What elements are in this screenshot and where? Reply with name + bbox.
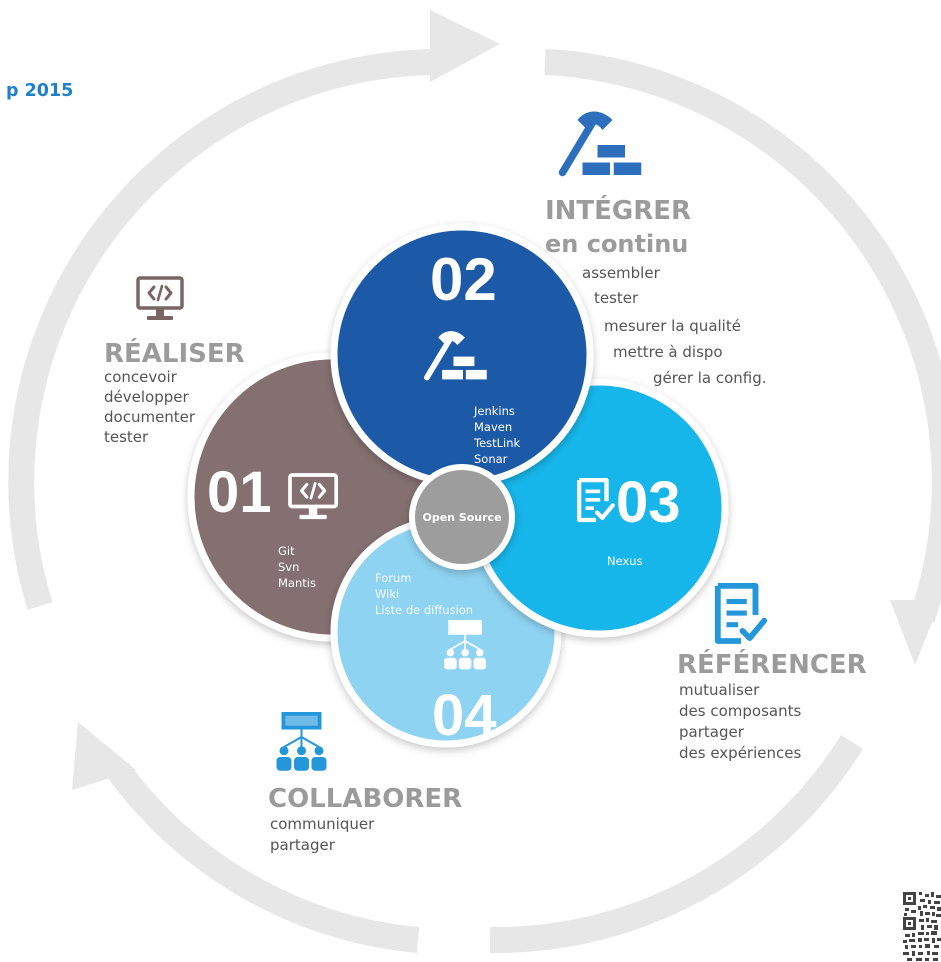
corner-title: p 2015 (6, 81, 73, 101)
collaborer-line-1: communiquer (270, 815, 375, 833)
cycle-arc-top-left (8, 49, 433, 610)
cycle-arc-bottom-left (107, 762, 420, 953)
circle-01-tool-3: Mantis (278, 576, 316, 590)
realiser-code-monitor-icon (136, 276, 184, 322)
integrer-line-4: mettre à dispo (613, 343, 723, 361)
cycle-ring (8, 49, 941, 954)
collaborer-team-board-icon (275, 711, 328, 772)
circle-03-number: 03 (616, 470, 681, 535)
circle-01-tool-2: Svn (278, 560, 299, 574)
referencer-line-3: partager (679, 723, 745, 741)
referencer-checklist-document-icon (718, 586, 764, 641)
open-source-center (409, 464, 515, 570)
cycle-arc-bottom-right (489, 735, 864, 954)
cycle-arrowheads (72, 10, 941, 790)
arrowhead-top-icon (430, 10, 500, 82)
integrer-title: INTÉGRER (545, 194, 691, 226)
referencer-line-1: mutualiser (679, 681, 760, 699)
circle-02-number: 02 (430, 246, 497, 313)
referencer-title: RÉFÉRENCER (677, 648, 867, 680)
realiser-title: RÉALISER (104, 337, 245, 369)
circle-02-tool-1: Jenkins (473, 404, 515, 418)
arrowhead-left-icon (72, 722, 136, 790)
arrowhead-right-icon (890, 600, 941, 665)
cycle-arc-top-right (544, 49, 941, 623)
circle-04-tool-2: Wiki (375, 587, 399, 601)
open-source-label: Open Source (422, 511, 501, 524)
integrer-line-5: gérer la config. (653, 369, 767, 387)
circle-03-tool-1: Nexus (607, 554, 643, 568)
integrer-hammer-bricks-icon (563, 112, 642, 175)
qr-code-icon (903, 892, 941, 962)
realiser-line-4: tester (104, 428, 149, 446)
circle-01-tool-1: Git (278, 544, 295, 558)
realiser-line-1: concevoir (104, 368, 178, 386)
integrer-line-1: assembler (582, 264, 661, 282)
referencer-line-2: des composants (679, 702, 801, 720)
circle-04-number: 04 (432, 683, 497, 748)
realiser-line-2: développer (104, 388, 189, 406)
referencer-line-4: des expériences (679, 744, 801, 762)
circle-04-tool-3: Liste de diffusion (375, 603, 473, 617)
circle-02-tool-3: TestLink (473, 436, 521, 450)
integrer-line-3: mesurer la qualité (604, 317, 741, 335)
circle-02-tool-4: Sonar (474, 452, 508, 466)
circle-04-tool-1: Forum (375, 571, 411, 585)
realiser-line-3: documenter (104, 408, 196, 426)
collaborer-title: COLLABORER (268, 784, 462, 814)
integrer-line-2: tester (594, 289, 639, 307)
collaborer-line-2: partager (270, 836, 336, 854)
circle-01-number: 01 (207, 460, 272, 525)
circle-02-tool-2: Maven (474, 420, 512, 434)
integrer-subtitle: en continu (545, 230, 688, 258)
